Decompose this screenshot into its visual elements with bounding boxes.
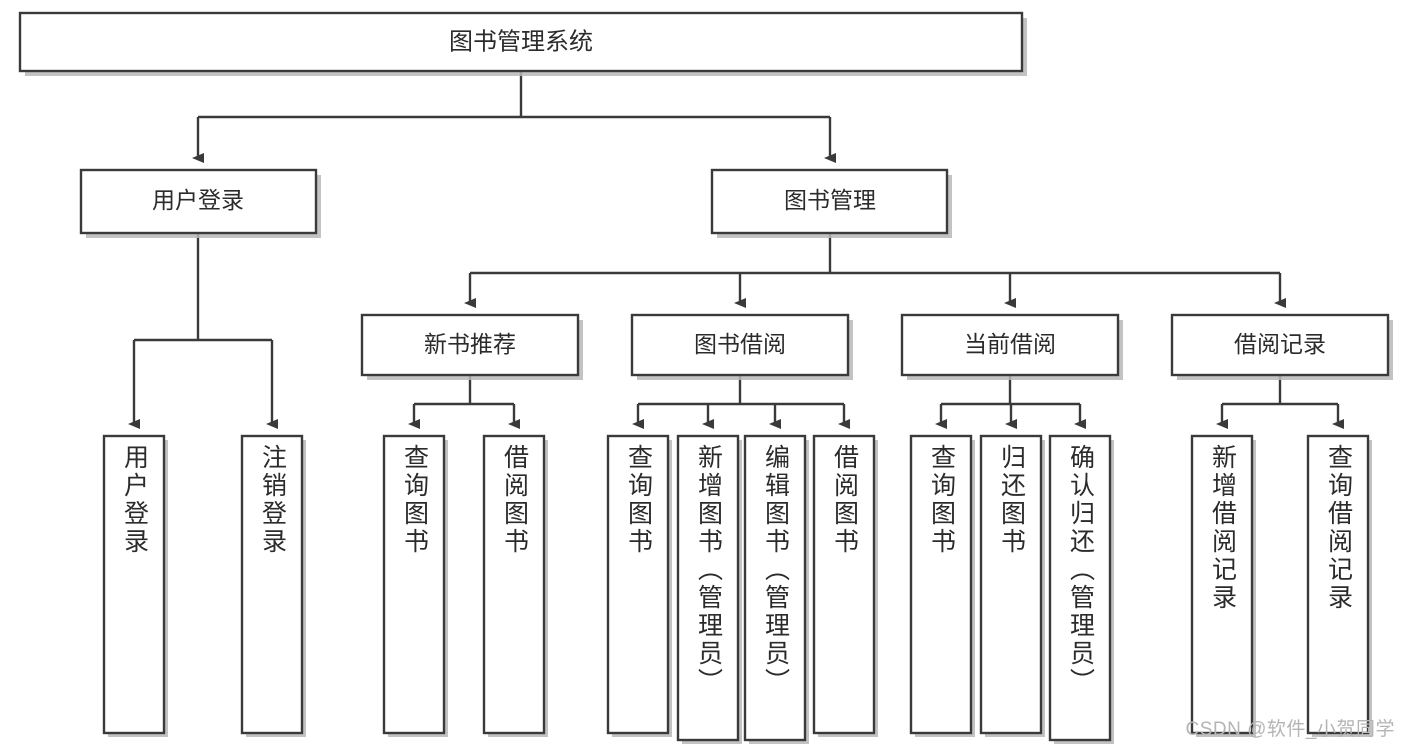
leaf-query-book-borrow[interactable]	[606, 434, 672, 737]
node-book-borrow[interactable]: 图书借阅	[630, 313, 853, 380]
leaf-logout[interactable]	[240, 434, 306, 737]
node-current-borrow[interactable]: 当前借阅	[900, 313, 1123, 380]
leaf-query-book-rec[interactable]	[382, 434, 448, 737]
leaf-borrow-book-rec[interactable]	[482, 434, 548, 737]
node-borrow-record-label: 借阅记录	[1234, 331, 1326, 357]
node-book-management[interactable]: 图书管理	[710, 168, 952, 238]
node-book-borrow-label: 图书借阅	[694, 331, 786, 357]
node-book-management-label: 图书管理	[784, 187, 876, 213]
leaf-query-book-current[interactable]	[909, 434, 975, 737]
leaf-return-book[interactable]	[979, 434, 1045, 737]
watermark: CSDN @软件_小贺同学	[1185, 719, 1395, 740]
node-root-label: 图书管理系统	[449, 28, 593, 55]
leaf-add-record[interactable]	[1190, 434, 1256, 737]
node-current-borrow-label: 当前借阅	[964, 331, 1056, 357]
leaf-edit-book-admin[interactable]	[743, 434, 809, 744]
leaf-borrow-book-borrow[interactable]	[812, 434, 878, 737]
leaf-user-login[interactable]	[102, 434, 168, 737]
node-new-book-recommend[interactable]: 新书推荐	[360, 313, 583, 380]
node-user-login[interactable]: 用户登录	[79, 168, 321, 238]
leaf-query-record[interactable]	[1306, 434, 1372, 737]
node-root[interactable]: 图书管理系统	[18, 11, 1027, 76]
leaf-add-book-admin[interactable]	[676, 434, 742, 744]
leaf-box-group	[102, 434, 1372, 744]
edge-group	[128, 71, 1344, 429]
node-new-book-recommend-label: 新书推荐	[424, 331, 516, 357]
node-borrow-record[interactable]: 借阅记录	[1170, 313, 1393, 380]
node-user-login-label: 用户登录	[152, 187, 244, 213]
leaf-confirm-return-admin[interactable]	[1048, 434, 1114, 744]
